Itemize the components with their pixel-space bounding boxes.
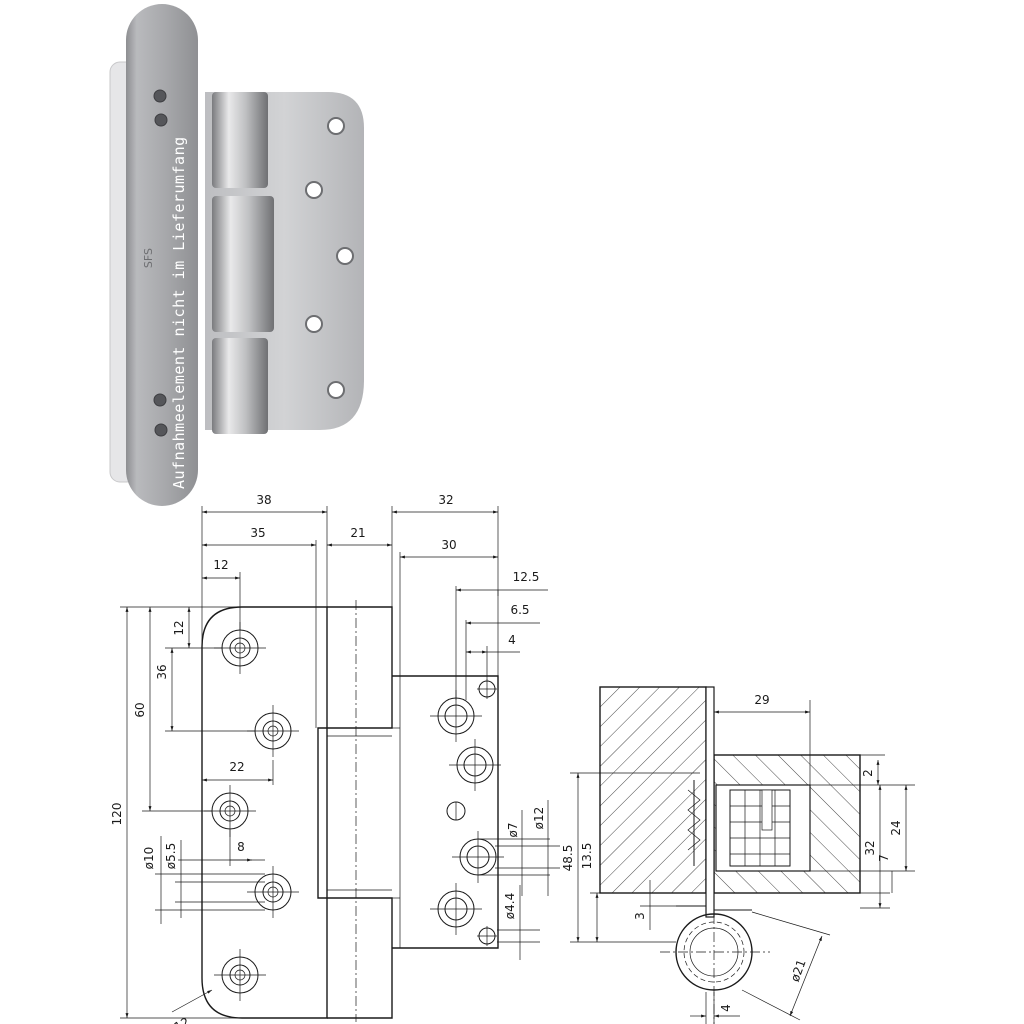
hole-icon bbox=[446, 801, 466, 821]
dim-21: 21 bbox=[350, 526, 365, 540]
dim-8: 8 bbox=[237, 840, 245, 854]
section-view: 29 2 24 32 7 48.5 13.5 3 bbox=[561, 686, 915, 1024]
screw-icon bbox=[154, 423, 168, 437]
right-leaf-holes bbox=[430, 679, 504, 946]
screw-icon bbox=[153, 89, 167, 103]
dim-48-5: 48.5 bbox=[561, 845, 575, 872]
dim-24: 24 bbox=[889, 820, 903, 835]
front-view: 38 35 21 32 30 12.5 6.5 4 12 120 60 bbox=[110, 493, 560, 1024]
dim-32-section: 32 bbox=[863, 840, 877, 855]
dim-7-section: 7 bbox=[877, 854, 891, 862]
dim-4: 4 bbox=[508, 633, 516, 647]
dim-dia-4-4: ø4.4 bbox=[503, 893, 517, 919]
dim-13-5: 13.5 bbox=[580, 843, 594, 870]
dim-3: 3 bbox=[633, 912, 647, 920]
dim-36: 36 bbox=[155, 664, 169, 679]
dim-dia-5-5: ø5.5 bbox=[164, 843, 178, 869]
brand-mark: SFS bbox=[142, 248, 155, 268]
dim-4-section: 4 bbox=[719, 1004, 733, 1012]
dim-22: 22 bbox=[229, 760, 244, 774]
dim-dia-7: ø7 bbox=[506, 823, 520, 838]
left-leaf-holes bbox=[204, 622, 299, 1001]
dim-120: 120 bbox=[110, 803, 124, 826]
dim-dia-10: ø10 bbox=[142, 847, 156, 870]
dim-r12: R12 bbox=[164, 1015, 191, 1024]
dim-35: 35 bbox=[250, 526, 265, 540]
dim-60: 60 bbox=[133, 702, 147, 717]
dim-12-5: 12.5 bbox=[513, 570, 540, 584]
leaf-hole bbox=[305, 181, 323, 199]
leaf-hole bbox=[327, 381, 345, 399]
barrel-bottom bbox=[212, 338, 268, 434]
long-plate bbox=[126, 4, 198, 506]
dim-30: 30 bbox=[441, 538, 456, 552]
barrel-middle bbox=[212, 196, 274, 332]
screw-icon bbox=[153, 393, 167, 407]
photo-caption: Aufnahmeelement nicht im Lieferumfang bbox=[170, 136, 188, 489]
dim-12-horizontal: 12 bbox=[213, 558, 228, 572]
dim-6-5: 6.5 bbox=[510, 603, 529, 617]
leaf-hole bbox=[305, 315, 323, 333]
dim-32: 32 bbox=[438, 493, 453, 507]
leaf-hole bbox=[327, 117, 345, 135]
dim-dia-21: ø21 bbox=[788, 958, 809, 984]
leaf-hole bbox=[336, 247, 354, 265]
dim-29: 29 bbox=[754, 693, 769, 707]
dim-2: 2 bbox=[861, 769, 875, 777]
hinge-photo: SFS Aufnahmeelement nicht im Lieferumfan… bbox=[109, 4, 364, 506]
dim-38: 38 bbox=[256, 493, 271, 507]
dim-12-vertical: 12 bbox=[172, 620, 186, 635]
barrel-top bbox=[212, 92, 268, 188]
dim-dia-12: ø12 bbox=[532, 807, 546, 830]
screw-icon bbox=[154, 113, 168, 127]
